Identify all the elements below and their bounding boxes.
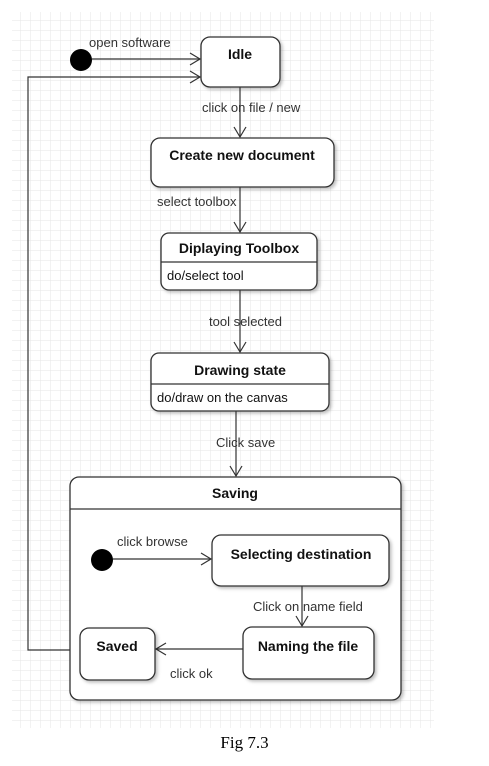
state-naming-file-title: Naming the file bbox=[258, 638, 359, 654]
arrowhead-saved bbox=[154, 642, 167, 656]
state-selecting-destination-title: Selecting destination bbox=[231, 546, 372, 562]
label-open-software: open software bbox=[89, 35, 171, 50]
state-saved-title: Saved bbox=[96, 638, 137, 654]
inner-initial-node bbox=[91, 549, 113, 571]
label-click-ok: click ok bbox=[170, 666, 213, 681]
arrowhead-idle bbox=[189, 52, 202, 66]
label-click-on-file: click on file / new bbox=[202, 100, 301, 115]
state-saved bbox=[79, 627, 156, 681]
state-idle bbox=[200, 36, 281, 88]
state-idle-title: Idle bbox=[228, 46, 252, 62]
state-drawing bbox=[150, 352, 330, 412]
state-naming-file bbox=[242, 626, 375, 680]
arrowhead-selecting bbox=[200, 552, 213, 566]
arrowhead-saving bbox=[229, 465, 243, 478]
figure-caption: Fig 7.3 bbox=[220, 733, 269, 752]
arrowhead-create bbox=[233, 126, 247, 139]
state-create-document bbox=[150, 137, 335, 188]
state-toolbox-activity: do/select tool bbox=[167, 268, 244, 283]
state-create-document-title: Create new document bbox=[169, 147, 315, 163]
state-toolbox-title: Diplaying Toolbox bbox=[179, 240, 300, 256]
edge-saved-to-idle bbox=[27, 76, 200, 651]
label-select-toolbox: select toolbox bbox=[157, 194, 237, 209]
label-click-save: Click save bbox=[216, 435, 275, 450]
label-tool-selected: tool selected bbox=[209, 314, 282, 329]
state-saving-title: Saving bbox=[212, 485, 258, 501]
arrowhead-drawing bbox=[233, 341, 247, 354]
arrowhead-toolbox bbox=[233, 221, 247, 234]
label-click-name-field: Click on name field bbox=[253, 599, 363, 614]
initial-node bbox=[70, 49, 92, 71]
state-selecting-destination bbox=[211, 534, 390, 587]
label-click-browse: click browse bbox=[117, 534, 188, 549]
arrowhead-naming bbox=[295, 615, 309, 628]
arrowhead-idle-return bbox=[189, 70, 202, 84]
state-drawing-activity: do/draw on the canvas bbox=[157, 390, 288, 405]
state-drawing-title: Drawing state bbox=[194, 362, 286, 378]
